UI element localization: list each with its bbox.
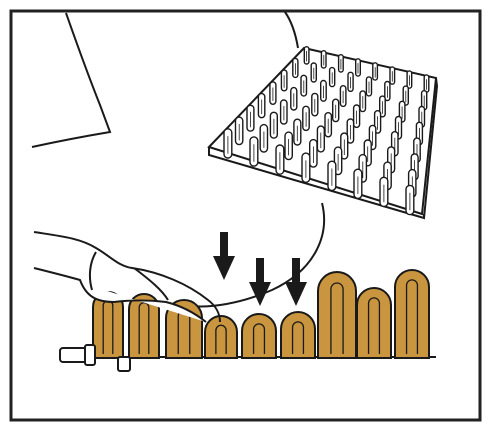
down-arrow-icon xyxy=(285,258,307,306)
cushion-top-cell xyxy=(340,86,346,107)
side-cell xyxy=(318,272,356,358)
down-arrows xyxy=(213,232,307,306)
cushion-top-cell xyxy=(356,59,361,76)
side-cell xyxy=(395,270,429,358)
cushion-top-cell xyxy=(360,91,366,112)
side-cell xyxy=(242,314,276,358)
cushion-top-cell xyxy=(354,105,360,127)
cushion-top-cell xyxy=(303,106,309,130)
cushion-top-cell xyxy=(285,132,292,160)
cushion-top-cell xyxy=(321,81,327,102)
cushion-top-cell xyxy=(276,145,284,174)
cushion-top-cell xyxy=(407,71,412,88)
cushion-top-cell xyxy=(390,67,395,84)
cushion-top-cell xyxy=(281,100,287,124)
cushion-top-cell xyxy=(373,63,378,80)
down-arrow-icon xyxy=(249,258,271,306)
cushion-top-cell xyxy=(258,94,264,118)
cushion-top-cell xyxy=(236,117,243,145)
cushion-top-cell xyxy=(250,137,258,166)
cushion-top-cell xyxy=(270,112,277,138)
cushion-top-cell xyxy=(348,72,353,91)
cushion-top-cell xyxy=(380,177,388,206)
down-arrow-icon xyxy=(213,232,235,280)
cushion-top-cell xyxy=(294,119,301,145)
cushion-top-cell xyxy=(247,105,254,131)
side-cell xyxy=(281,312,315,358)
cushion-top-cell xyxy=(366,77,371,96)
cushion-top-cell xyxy=(328,161,336,190)
cushion-top-cell xyxy=(339,55,344,72)
cushion-top-cell xyxy=(301,75,307,96)
cushion-top-cell xyxy=(424,75,429,92)
cushion-top-cell xyxy=(312,93,318,115)
cushion-top-cell xyxy=(281,70,287,91)
cushion-top-cell xyxy=(291,88,297,110)
cushion-top-cell xyxy=(302,153,310,182)
side-cell xyxy=(357,288,391,358)
cushion-top-cell xyxy=(224,129,232,158)
cushion-top-cell xyxy=(330,68,335,87)
cushion-top-cell xyxy=(270,82,276,104)
cushion-icon xyxy=(209,47,437,218)
cushion-top-cell xyxy=(311,63,316,82)
cushion-top-cell xyxy=(406,185,414,214)
cushion-top-cell xyxy=(310,140,317,168)
cushion-top-cell xyxy=(304,47,309,64)
side-cell xyxy=(205,316,237,358)
cushion-top-cell xyxy=(325,113,331,137)
arm-sleeve-outline xyxy=(285,12,298,48)
cushion-top-cell xyxy=(317,126,324,152)
cushion-top-cell xyxy=(333,99,339,121)
cushion-top-cell xyxy=(321,51,326,68)
cushion-top-cell xyxy=(293,58,298,77)
cushion-top-cell xyxy=(260,125,267,153)
arm-outline xyxy=(32,13,110,147)
cushion-top-cell xyxy=(354,169,362,198)
